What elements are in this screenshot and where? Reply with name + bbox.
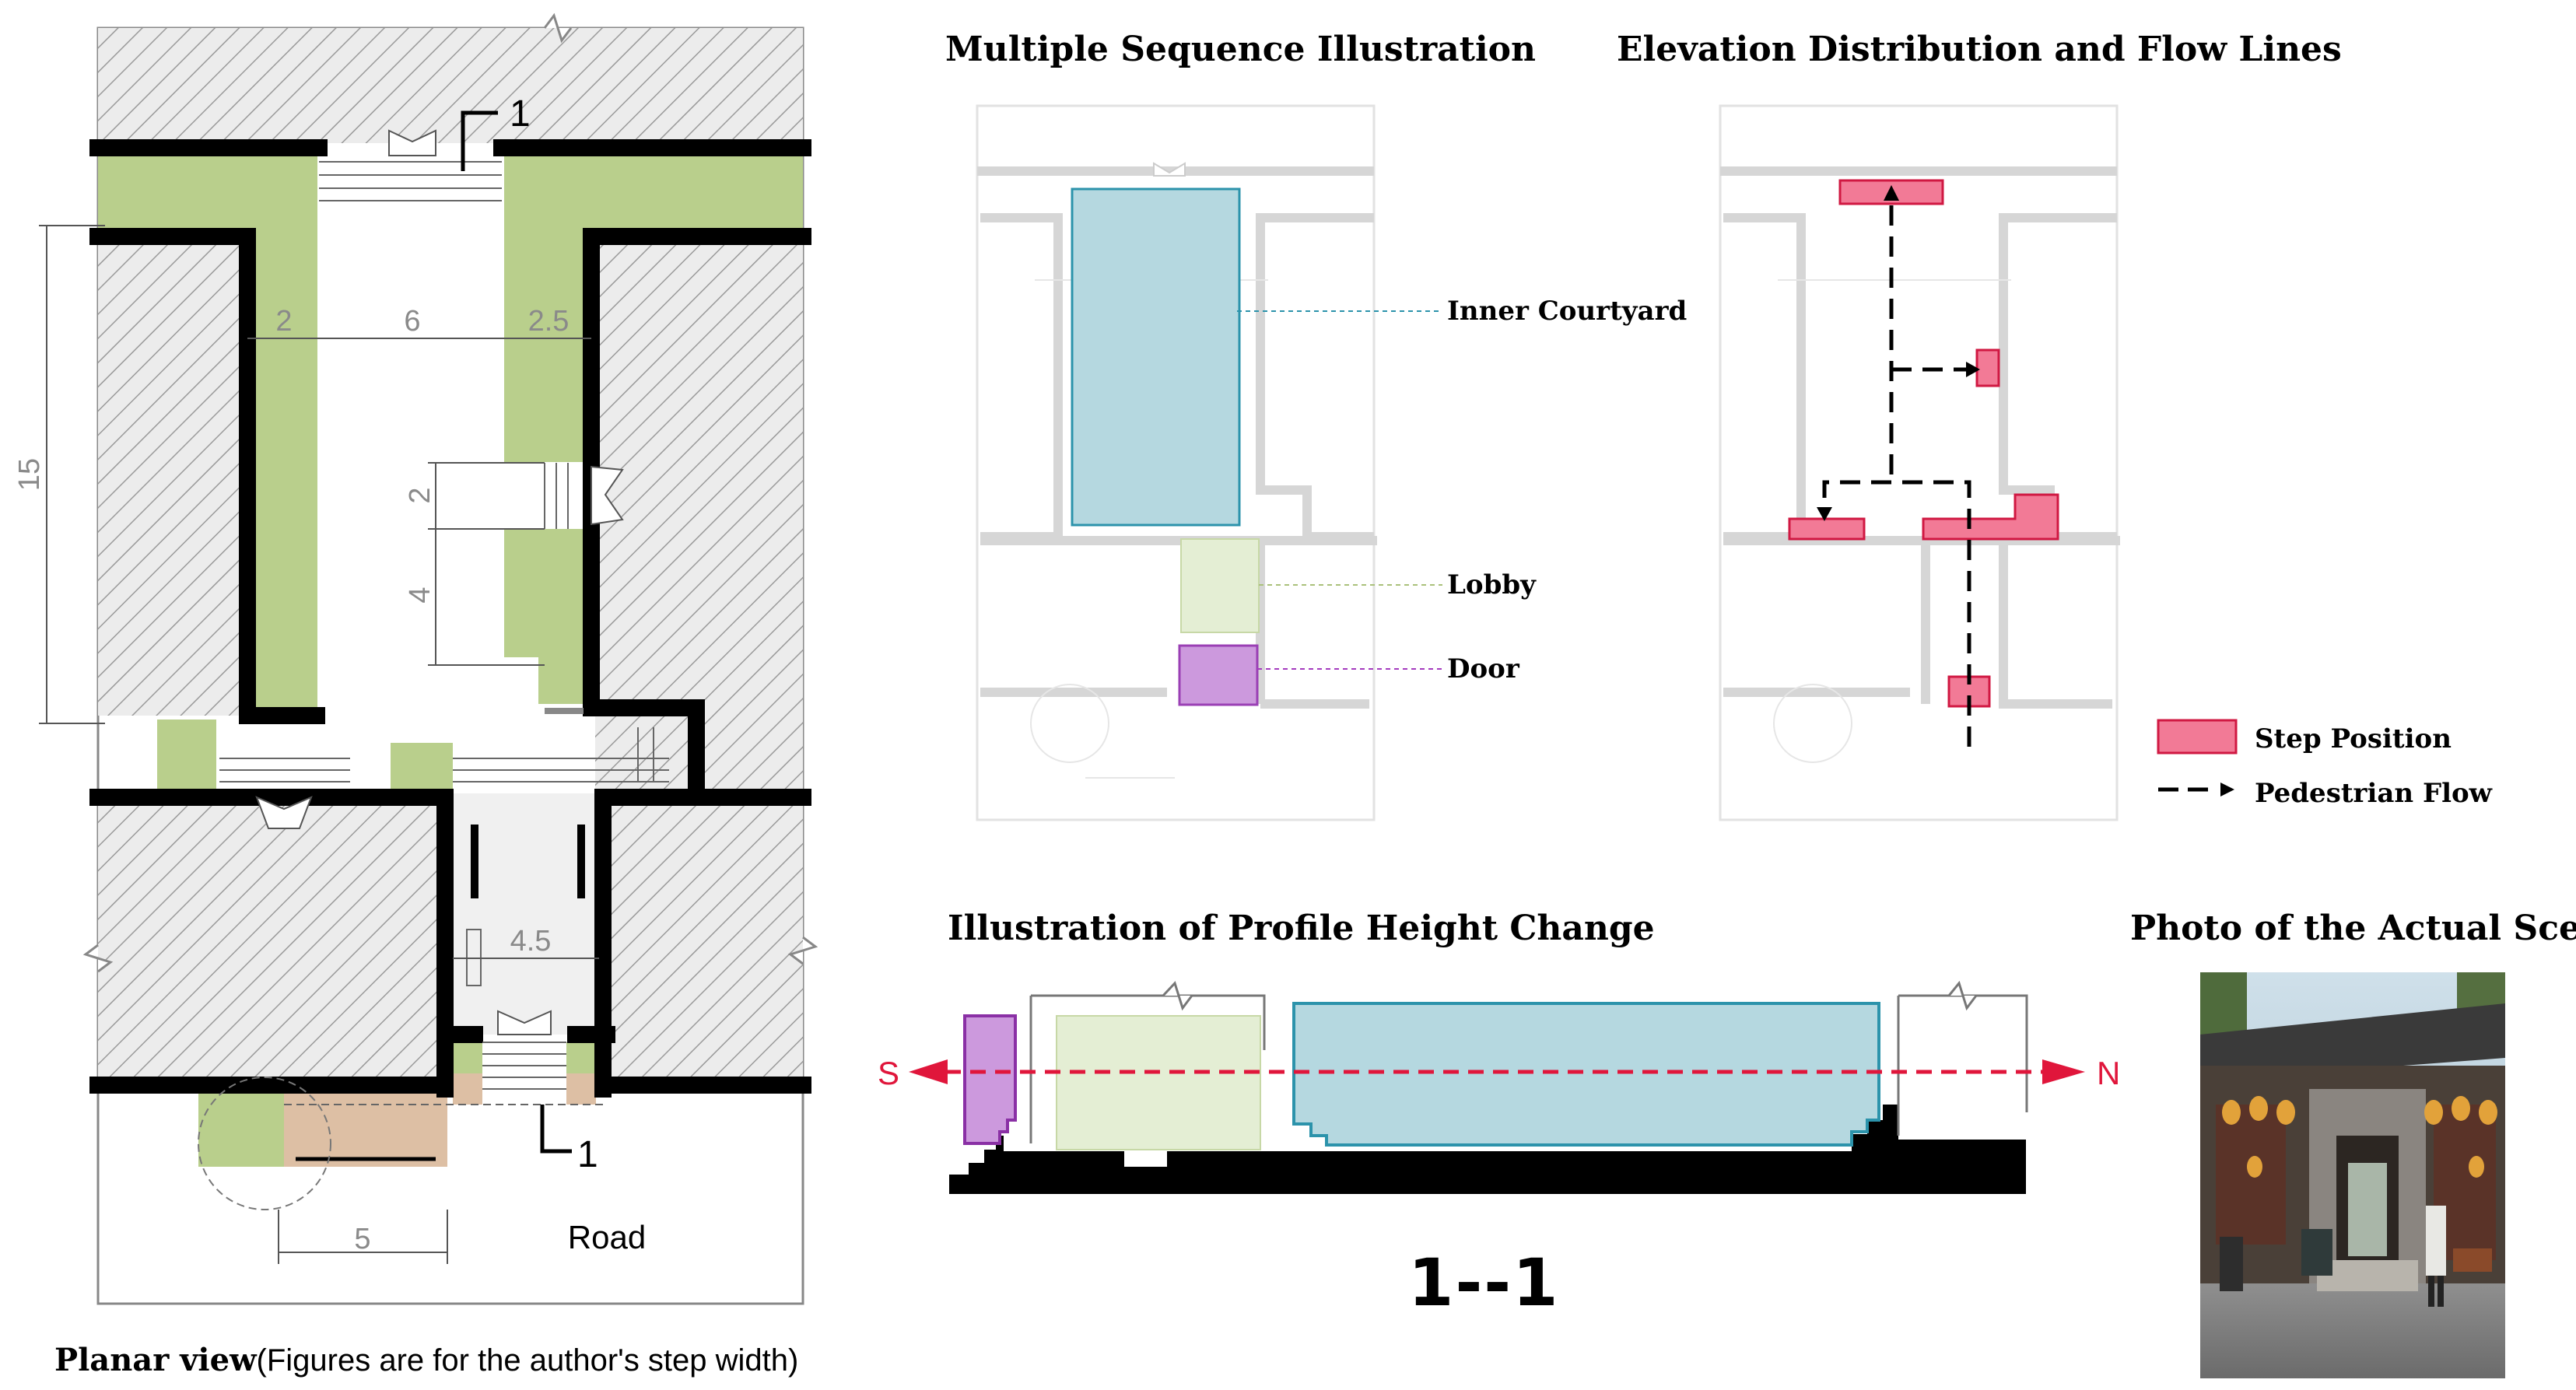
- door-section: [963, 1014, 1017, 1145]
- tan-area: [453, 1073, 482, 1105]
- green-area: [391, 743, 453, 790]
- photo-title: Photo of the Actual Scene: [2130, 909, 2576, 948]
- tan-area: [566, 1073, 596, 1105]
- elevation-diagram: [1719, 104, 2120, 821]
- green-area: [198, 1085, 284, 1167]
- tree-circle: [198, 1077, 331, 1210]
- dim-4-5: 4.5: [510, 925, 552, 958]
- dim-2-5: 2.5: [528, 305, 570, 338]
- north-label: N: [2097, 1055, 2120, 1091]
- green-area: [504, 529, 590, 657]
- hatched-building-left: [98, 241, 243, 716]
- lobby-label: Lobby: [1447, 569, 1536, 600]
- dim-15: 15: [13, 458, 46, 491]
- hatched-building-right: [595, 241, 803, 1085]
- elevation-legend: [2157, 719, 2238, 797]
- sequence-diagram: [976, 104, 1442, 821]
- dim-2-left: 2: [275, 305, 292, 338]
- section-mark-bottom: [540, 1105, 572, 1154]
- legend-step-swatch: [2157, 719, 2238, 755]
- green-area: [538, 657, 585, 704]
- pedestrian-flow-lines: [1822, 194, 1977, 747]
- scene-photo: [2200, 972, 2505, 1378]
- section-mark-label-bottom: 1: [577, 1134, 598, 1175]
- inner-courtyard-section: [1292, 1002, 1880, 1147]
- planar-view: 2 6 2.5 15 2 4 4.5 5 1 1 Road: [13, 12, 818, 1305]
- break-mark: [787, 936, 818, 965]
- dim-5: 5: [354, 1223, 370, 1255]
- dim-6: 6: [404, 305, 420, 338]
- legend-step-position: Step Position: [2255, 723, 2452, 755]
- break-mark: [543, 12, 573, 44]
- plan-caption-rest: (Figures are for the author's step width…: [256, 1343, 799, 1378]
- hatched-building-top: [98, 28, 803, 143]
- ground-profile: [949, 1105, 2026, 1194]
- road-label: Road: [568, 1219, 646, 1255]
- sequence-title: Multiple Sequence Illustration: [945, 30, 1537, 69]
- profile-diagram: S N: [878, 980, 2120, 1194]
- south-label: S: [878, 1055, 899, 1091]
- lobby-wall-pieces: [471, 708, 585, 898]
- plan-caption: Planar view(Figures are for the author's…: [54, 1342, 798, 1378]
- dim-2-vertical: 2: [404, 487, 436, 503]
- door-wedges: [255, 129, 624, 1035]
- plan-caption-bold: Planar view: [54, 1342, 257, 1378]
- lobby-section: [1056, 1015, 1261, 1150]
- section-mark-label-top: 1: [510, 93, 531, 135]
- door-label: Door: [1447, 653, 1519, 684]
- steps: [219, 161, 669, 1090]
- lobby-area: [1180, 538, 1260, 633]
- dim-4-vertical: 4: [404, 586, 436, 603]
- section-label: 1--1: [1408, 1245, 1560, 1321]
- inner-courtyard-label: Inner Courtyard: [1447, 296, 1688, 327]
- section-mark-top: [461, 110, 498, 171]
- hatched-building-bottom-left: [98, 803, 440, 1085]
- inner-courtyard-area: [1071, 187, 1241, 527]
- dimension-lines: [39, 225, 599, 1264]
- door-area: [1178, 644, 1259, 706]
- profile-title: Illustration of Profile Height Change: [948, 909, 1655, 948]
- green-area: [157, 720, 216, 790]
- walls: [89, 139, 811, 1098]
- north-arrow: [2042, 1059, 2085, 1084]
- break-mark: [82, 944, 114, 973]
- green-area: [504, 143, 590, 462]
- tan-area: [284, 1085, 447, 1167]
- south-arrow: [909, 1059, 948, 1084]
- elevation-title: Elevation Distribution and Flow Lines: [1617, 30, 2342, 69]
- legend-pedestrian-flow: Pedestrian Flow: [2255, 778, 2492, 809]
